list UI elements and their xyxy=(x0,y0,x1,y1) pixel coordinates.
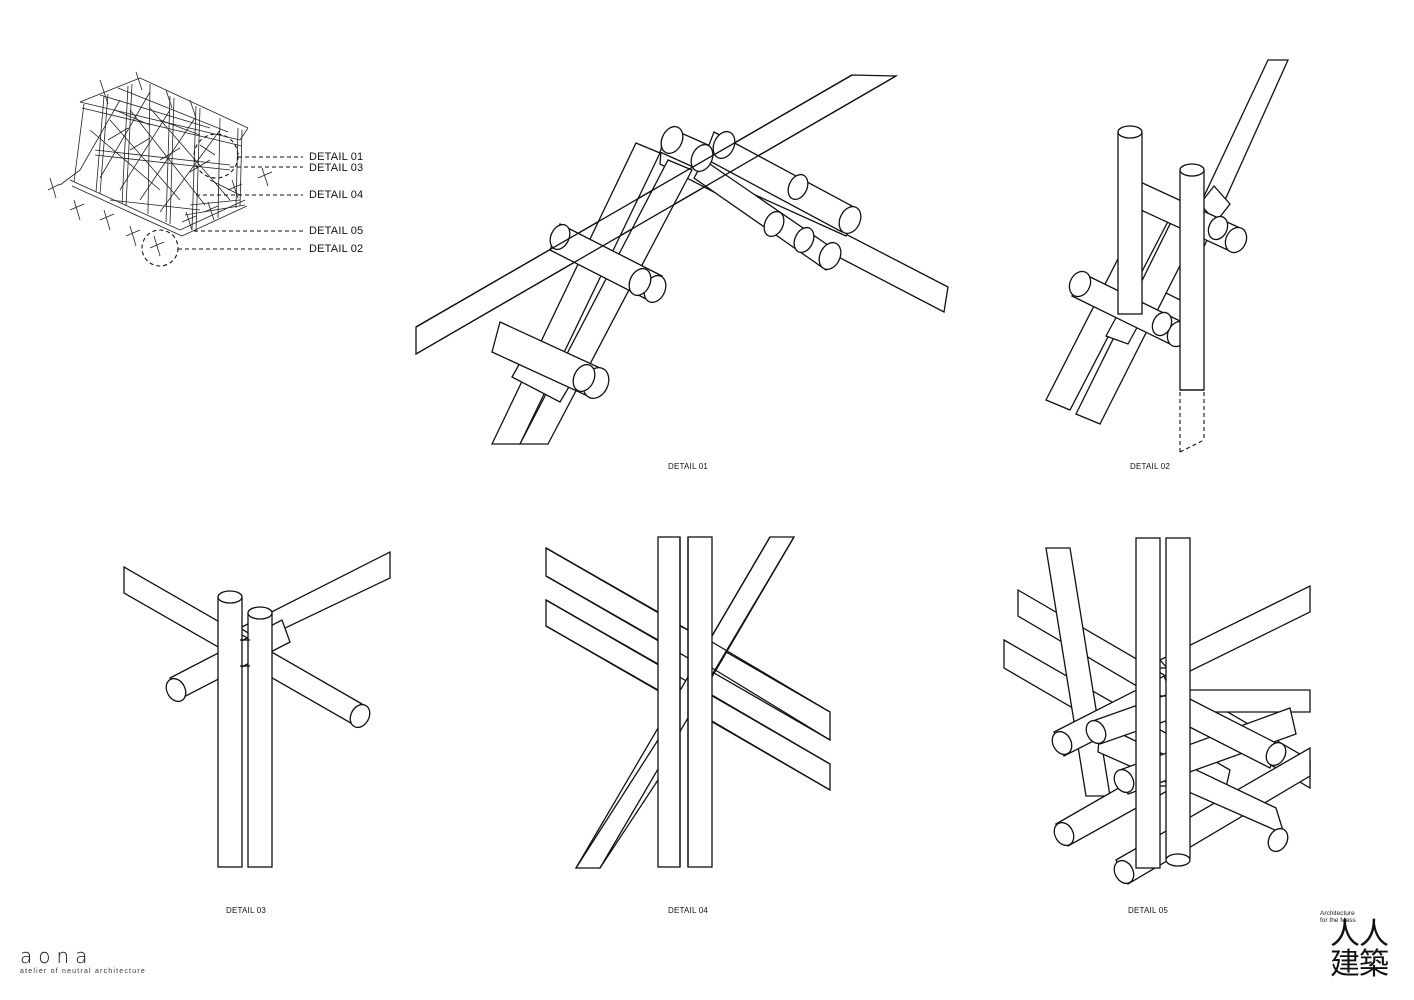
detail-02-marker xyxy=(141,229,179,267)
caption-detail-02: DETAIL 02 xyxy=(1129,462,1171,471)
callout-detail-04: DETAIL 04 xyxy=(309,189,364,201)
aona-tagline: atelier of neutral architecture xyxy=(20,968,146,975)
caption-detail-03: DETAIL 03 xyxy=(225,906,267,915)
overview-structure xyxy=(47,71,273,257)
caption-detail-04: DETAIL 04 xyxy=(667,906,709,915)
partner-english-text: Architecture for the Mass xyxy=(1320,910,1356,924)
aona-logo: aona xyxy=(20,944,94,968)
callout-detail-03: DETAIL 03 xyxy=(309,162,364,174)
caption-detail-05: DETAIL 05 xyxy=(1127,906,1169,915)
caption-detail-01: DETAIL 01 xyxy=(667,462,709,471)
partner-chinese-logo: 人人建築 xyxy=(1330,917,1389,982)
callout-detail-01: DETAIL 01 xyxy=(309,151,364,163)
detail-01-marker xyxy=(193,133,239,179)
callout-detail-05: DETAIL 05 xyxy=(309,225,364,237)
callout-detail-02: DETAIL 02 xyxy=(309,243,364,255)
